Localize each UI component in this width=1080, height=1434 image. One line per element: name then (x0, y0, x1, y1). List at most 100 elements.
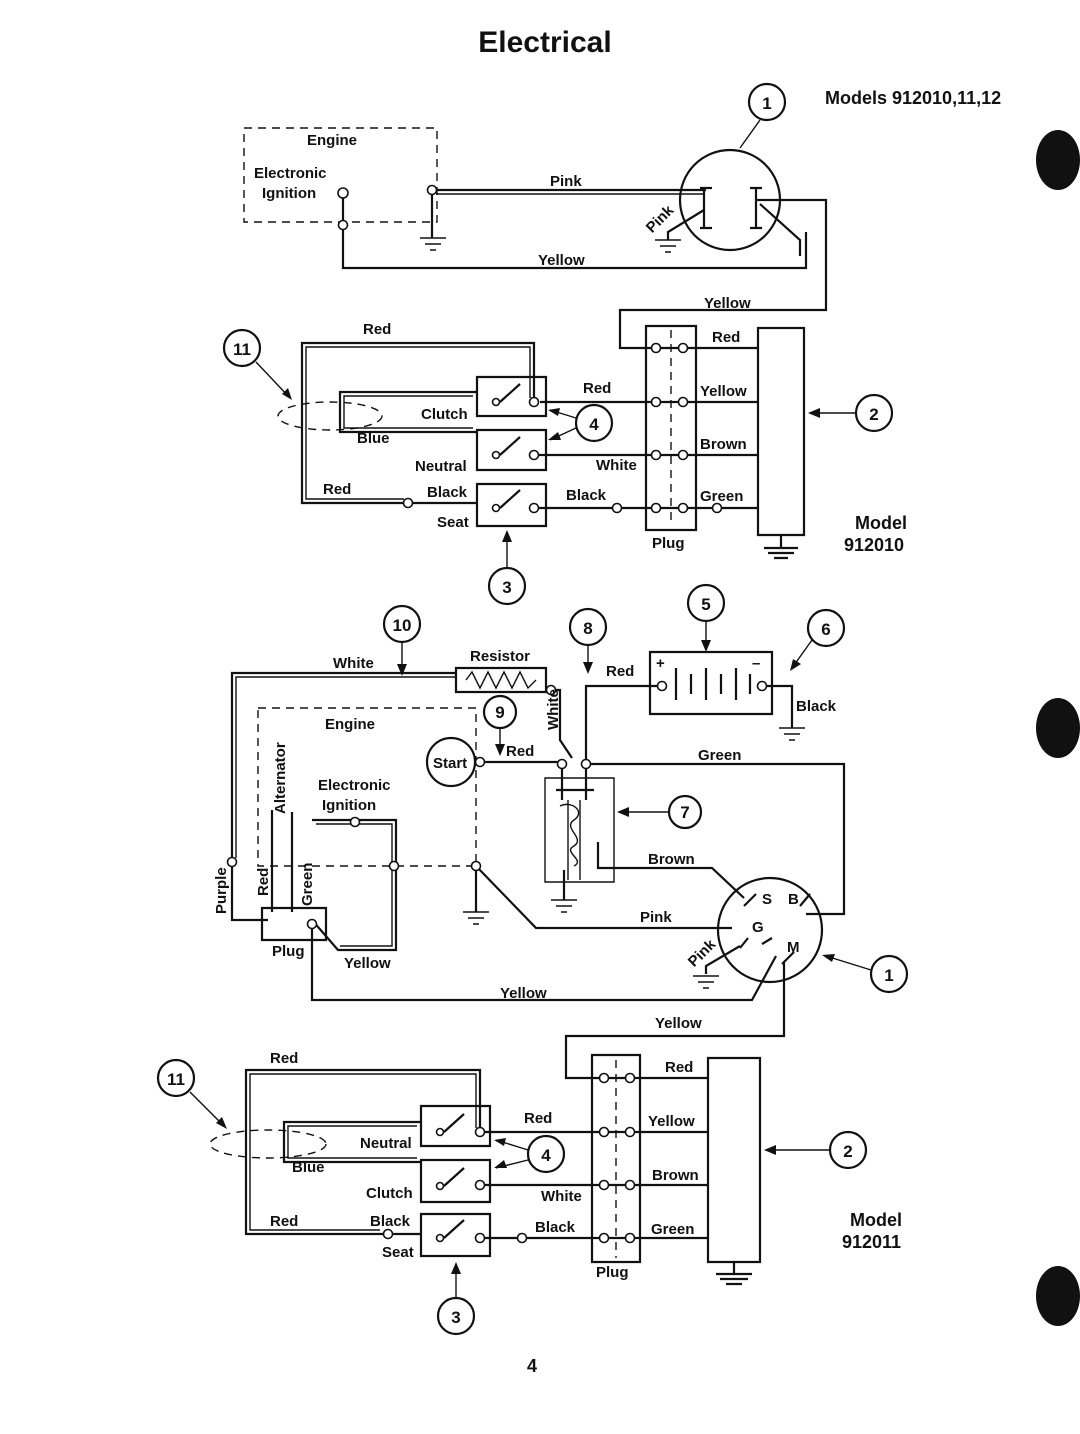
bottom-yellow-mid-label: Yellow (500, 985, 547, 1002)
bottom-plug-left (260, 906, 328, 942)
bottom-black-left-label: Black (370, 1213, 411, 1230)
bottom-callout-5: 5 (701, 595, 710, 614)
bottom-clutch-switch (419, 1158, 492, 1204)
battery-plus: + (656, 655, 665, 672)
bottom-green-alt-label: Green (299, 863, 316, 906)
bottom-engine-label: Engine (325, 716, 375, 733)
top-pink-switch-label: Pink (643, 202, 678, 237)
top-yellow-upper-label: Yellow (704, 295, 751, 312)
models-heading: Models 912010,11,12 (825, 88, 1001, 108)
top-electronic-label: Electronic (254, 165, 327, 182)
start-label: Start (433, 755, 467, 772)
bottom-engine-box (257, 707, 477, 867)
top-red-top-label: Red (363, 321, 391, 338)
top-module (756, 326, 806, 537)
battery (648, 650, 774, 716)
top-red-mid-label: Red (583, 380, 611, 397)
bottom-module (706, 1056, 762, 1264)
bottom-red-start-label: Red (506, 743, 534, 760)
bottom-pink-label: Pink (640, 909, 672, 926)
page-title: Electrical (478, 26, 611, 59)
bottom-white-vertical-label: White (545, 689, 562, 730)
resistor (454, 666, 548, 694)
top-engine-box (243, 127, 438, 223)
battery-minus: – (752, 655, 760, 672)
page-number: 4 (527, 1356, 537, 1376)
bottom-red-mid-label: Red (524, 1110, 552, 1127)
bottom-ignition-label: Ignition (322, 797, 376, 814)
bottom-white-top-label: White (333, 655, 374, 672)
bottom-clutch-label: Clutch (366, 1185, 413, 1202)
top-callout-2: 2 (869, 405, 878, 424)
bottom-brown-plug-label: Brown (652, 1167, 699, 1184)
bottom-green-top-label: Green (698, 747, 741, 764)
top-callout-11: 11 (233, 340, 251, 359)
key-terminal-b: B (788, 891, 799, 908)
bottom-callout-4: 4 (541, 1146, 551, 1165)
bottom-callout-9: 9 (495, 703, 504, 722)
bottom-neutral-label: Neutral (360, 1135, 412, 1152)
bottom-callout-7: 7 (680, 803, 689, 822)
bottom-red-left-label: Red (270, 1213, 298, 1230)
bottom-pink-switch-label: Pink (685, 936, 720, 971)
solenoid (544, 777, 615, 883)
top-plug (644, 324, 698, 532)
bottom-callout-3: 3 (451, 1308, 460, 1327)
top-white-label: White (596, 457, 637, 474)
top-callout-3: 3 (502, 578, 511, 597)
top-ignition-label: Ignition (262, 185, 316, 202)
bottom-callout-10: 10 (393, 616, 412, 635)
bottom-black-right-label: Black (535, 1219, 576, 1236)
alternator-label: Alternator (272, 742, 289, 814)
purple-label: Purple (213, 867, 230, 914)
bottom-black-battery-label: Black (796, 698, 837, 715)
top-green-label: Green (700, 488, 743, 505)
bottom-yellow-ign-label: Yellow (344, 955, 391, 972)
bottom-white-plug-label: White (541, 1188, 582, 1205)
top-blue-label: Blue (357, 430, 390, 447)
bottom-callout-8: 8 (583, 619, 592, 638)
key-terminal-g: G (752, 919, 764, 936)
bottom-plug-lower-label: Plug (596, 1264, 629, 1281)
top-brown-label: Brown (700, 436, 747, 453)
top-red-left-label: Red (323, 481, 351, 498)
bottom-plug-left-label: Plug (272, 943, 305, 960)
bottom-callout-6: 6 (821, 620, 830, 639)
top-model-label: Model (855, 513, 907, 533)
bottom-key-switch (716, 876, 824, 984)
bottom-neutral-switch (419, 1104, 492, 1148)
bottom-callout-1: 1 (884, 966, 893, 985)
top-neutral-label: Neutral (415, 458, 467, 475)
top-callout-4: 4 (589, 415, 599, 434)
bottom-callout-2: 2 (843, 1142, 852, 1161)
top-model-number: 912010 (844, 535, 904, 555)
top-engine-label: Engine (307, 132, 357, 149)
top-callout-1: 1 (762, 94, 771, 113)
bottom-diagram: 10 8 5 6 White Resistor White + – Red (156, 583, 909, 1336)
bottom-model-label: Model (850, 1210, 902, 1230)
key-terminal-s: S (762, 891, 772, 908)
top-yellow-lower-label: Yellow (538, 252, 585, 269)
resistor-label: Resistor (470, 648, 530, 665)
bottom-plug-lower (590, 1053, 642, 1264)
bottom-red-top-label: Red (270, 1050, 298, 1067)
top-black-right-label: Black (566, 487, 607, 504)
top-diagram: Engine Electronic Ignition Pink Yellow P… (222, 82, 907, 606)
bottom-model-number: 912011 (842, 1232, 901, 1252)
bottom-green-plug-label: Green (651, 1221, 694, 1238)
top-red-plug-label: Red (712, 329, 740, 346)
bottom-blue-label: Blue (292, 1159, 325, 1176)
top-seat-switch (475, 482, 548, 528)
key-terminal-m: M (787, 939, 800, 956)
top-pink-label: Pink (550, 173, 582, 190)
bottom-red-resistor-label: Red (606, 663, 634, 680)
top-neutral-switch (475, 428, 548, 472)
bottom-yellow-plug-label: Yellow (648, 1113, 695, 1130)
bottom-electronic-label: Electronic (318, 777, 391, 794)
bottom-seat-switch (419, 1212, 492, 1258)
bottom-brown-label: Brown (648, 851, 695, 868)
top-clutch-switch (475, 375, 548, 418)
top-clutch-label: Clutch (421, 406, 468, 423)
bottom-red-plug-label: Red (665, 1059, 693, 1076)
